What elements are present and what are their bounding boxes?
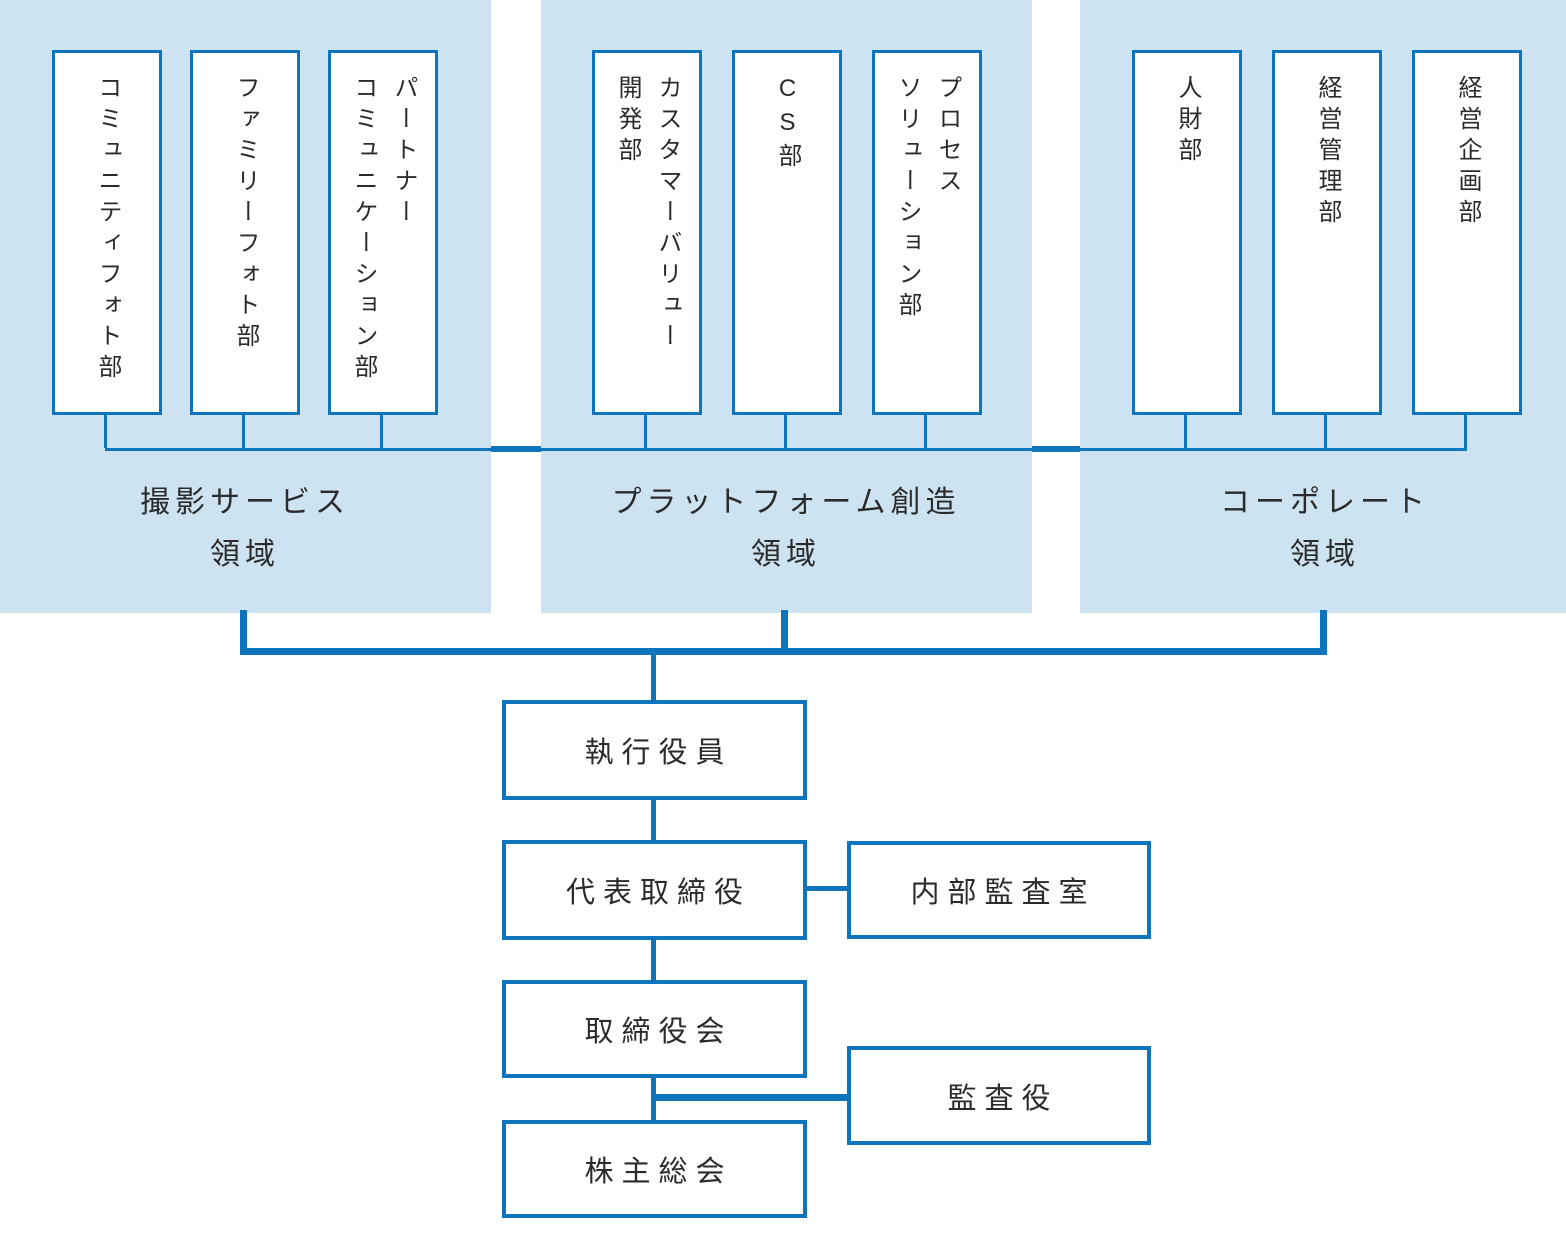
auditor-label: 監査役 [947, 1082, 1059, 1115]
department-box-family-photo: ファミリーフォト部 [190, 50, 300, 415]
connector-dept-stub [924, 415, 927, 448]
connector-main-trunk-line [240, 648, 1327, 655]
area-label-corporate: コーポレート 領域 [1220, 486, 1430, 571]
department-box-corporate-planning: 経営企画部 [1412, 50, 1522, 415]
connector-area-stub [1320, 610, 1327, 655]
area-label-shooting-service: 撮影サービス 領域 [140, 486, 350, 571]
auditor-box: 監査役 [847, 1046, 1151, 1145]
executive-officers-label: 執行役員 [584, 737, 733, 769]
representative-director-label: 代表取締役 [565, 877, 751, 909]
connector-trunk-to-executive [651, 655, 656, 700]
department-label: 人財部 [1174, 75, 1201, 168]
department-box-cs: CS部 [732, 50, 842, 415]
connector-panel-bridge [1032, 446, 1080, 452]
connector-area-stub [781, 610, 788, 655]
connector-dept-stub [1184, 415, 1187, 448]
connector-dept-trunk-line [105, 448, 1467, 451]
connector-executive-to-representative [651, 800, 656, 840]
board-of-directors-box: 取締役会 [502, 980, 807, 1078]
department-label: 経営管理部 [1314, 75, 1341, 230]
connector-dept-stub [1464, 415, 1467, 448]
area-label-platform-creation: プラットフォーム創造 領域 [611, 486, 961, 571]
board-of-directors-label: 取締役会 [584, 1016, 733, 1048]
connector-dept-stub [380, 415, 383, 448]
internal-audit-office-label: 内部監査室 [910, 877, 1096, 909]
department-label: CS部 [774, 75, 801, 174]
department-box-community-photo: コミュニティフォト部 [52, 50, 162, 415]
connector-dept-stub [1324, 415, 1327, 448]
connector-representative-to-internal-audit [807, 886, 847, 891]
department-box-human-assets: 人財部 [1132, 50, 1242, 415]
department-box-process-solution: プロセス ソリューション部 [872, 50, 982, 415]
connector-representative-to-board [651, 940, 656, 980]
department-label: パートナー コミュニケーション部 [350, 75, 417, 385]
department-label: コミュニティフォト部 [94, 75, 121, 385]
department-label: プロセス ソリューション部 [894, 75, 961, 323]
department-label: ファミリーフォト部 [232, 75, 259, 354]
internal-audit-office-box: 内部監査室 [847, 841, 1151, 939]
department-box-partner-communication: パートナー コミュニケーション部 [328, 50, 438, 415]
connector-dept-stub [784, 415, 787, 448]
representative-director-box: 代表取締役 [502, 840, 807, 940]
shareholders-meeting-label: 株主総会 [584, 1156, 733, 1188]
department-label: 経営企画部 [1454, 75, 1481, 230]
department-label: カスタマーバリュー 開発部 [614, 75, 681, 354]
connector-to-auditor [651, 1094, 847, 1101]
connector-dept-stub [242, 415, 245, 448]
department-box-management-admin: 経営管理部 [1272, 50, 1382, 415]
connector-panel-bridge [491, 446, 541, 452]
connector-dept-stub [644, 415, 647, 448]
department-box-customer-value-dev: カスタマーバリュー 開発部 [592, 50, 702, 415]
executive-officers-box: 執行役員 [502, 700, 807, 800]
shareholders-meeting-box: 株主総会 [502, 1120, 807, 1218]
connector-dept-stub [104, 415, 107, 448]
connector-area-stub [240, 610, 247, 655]
